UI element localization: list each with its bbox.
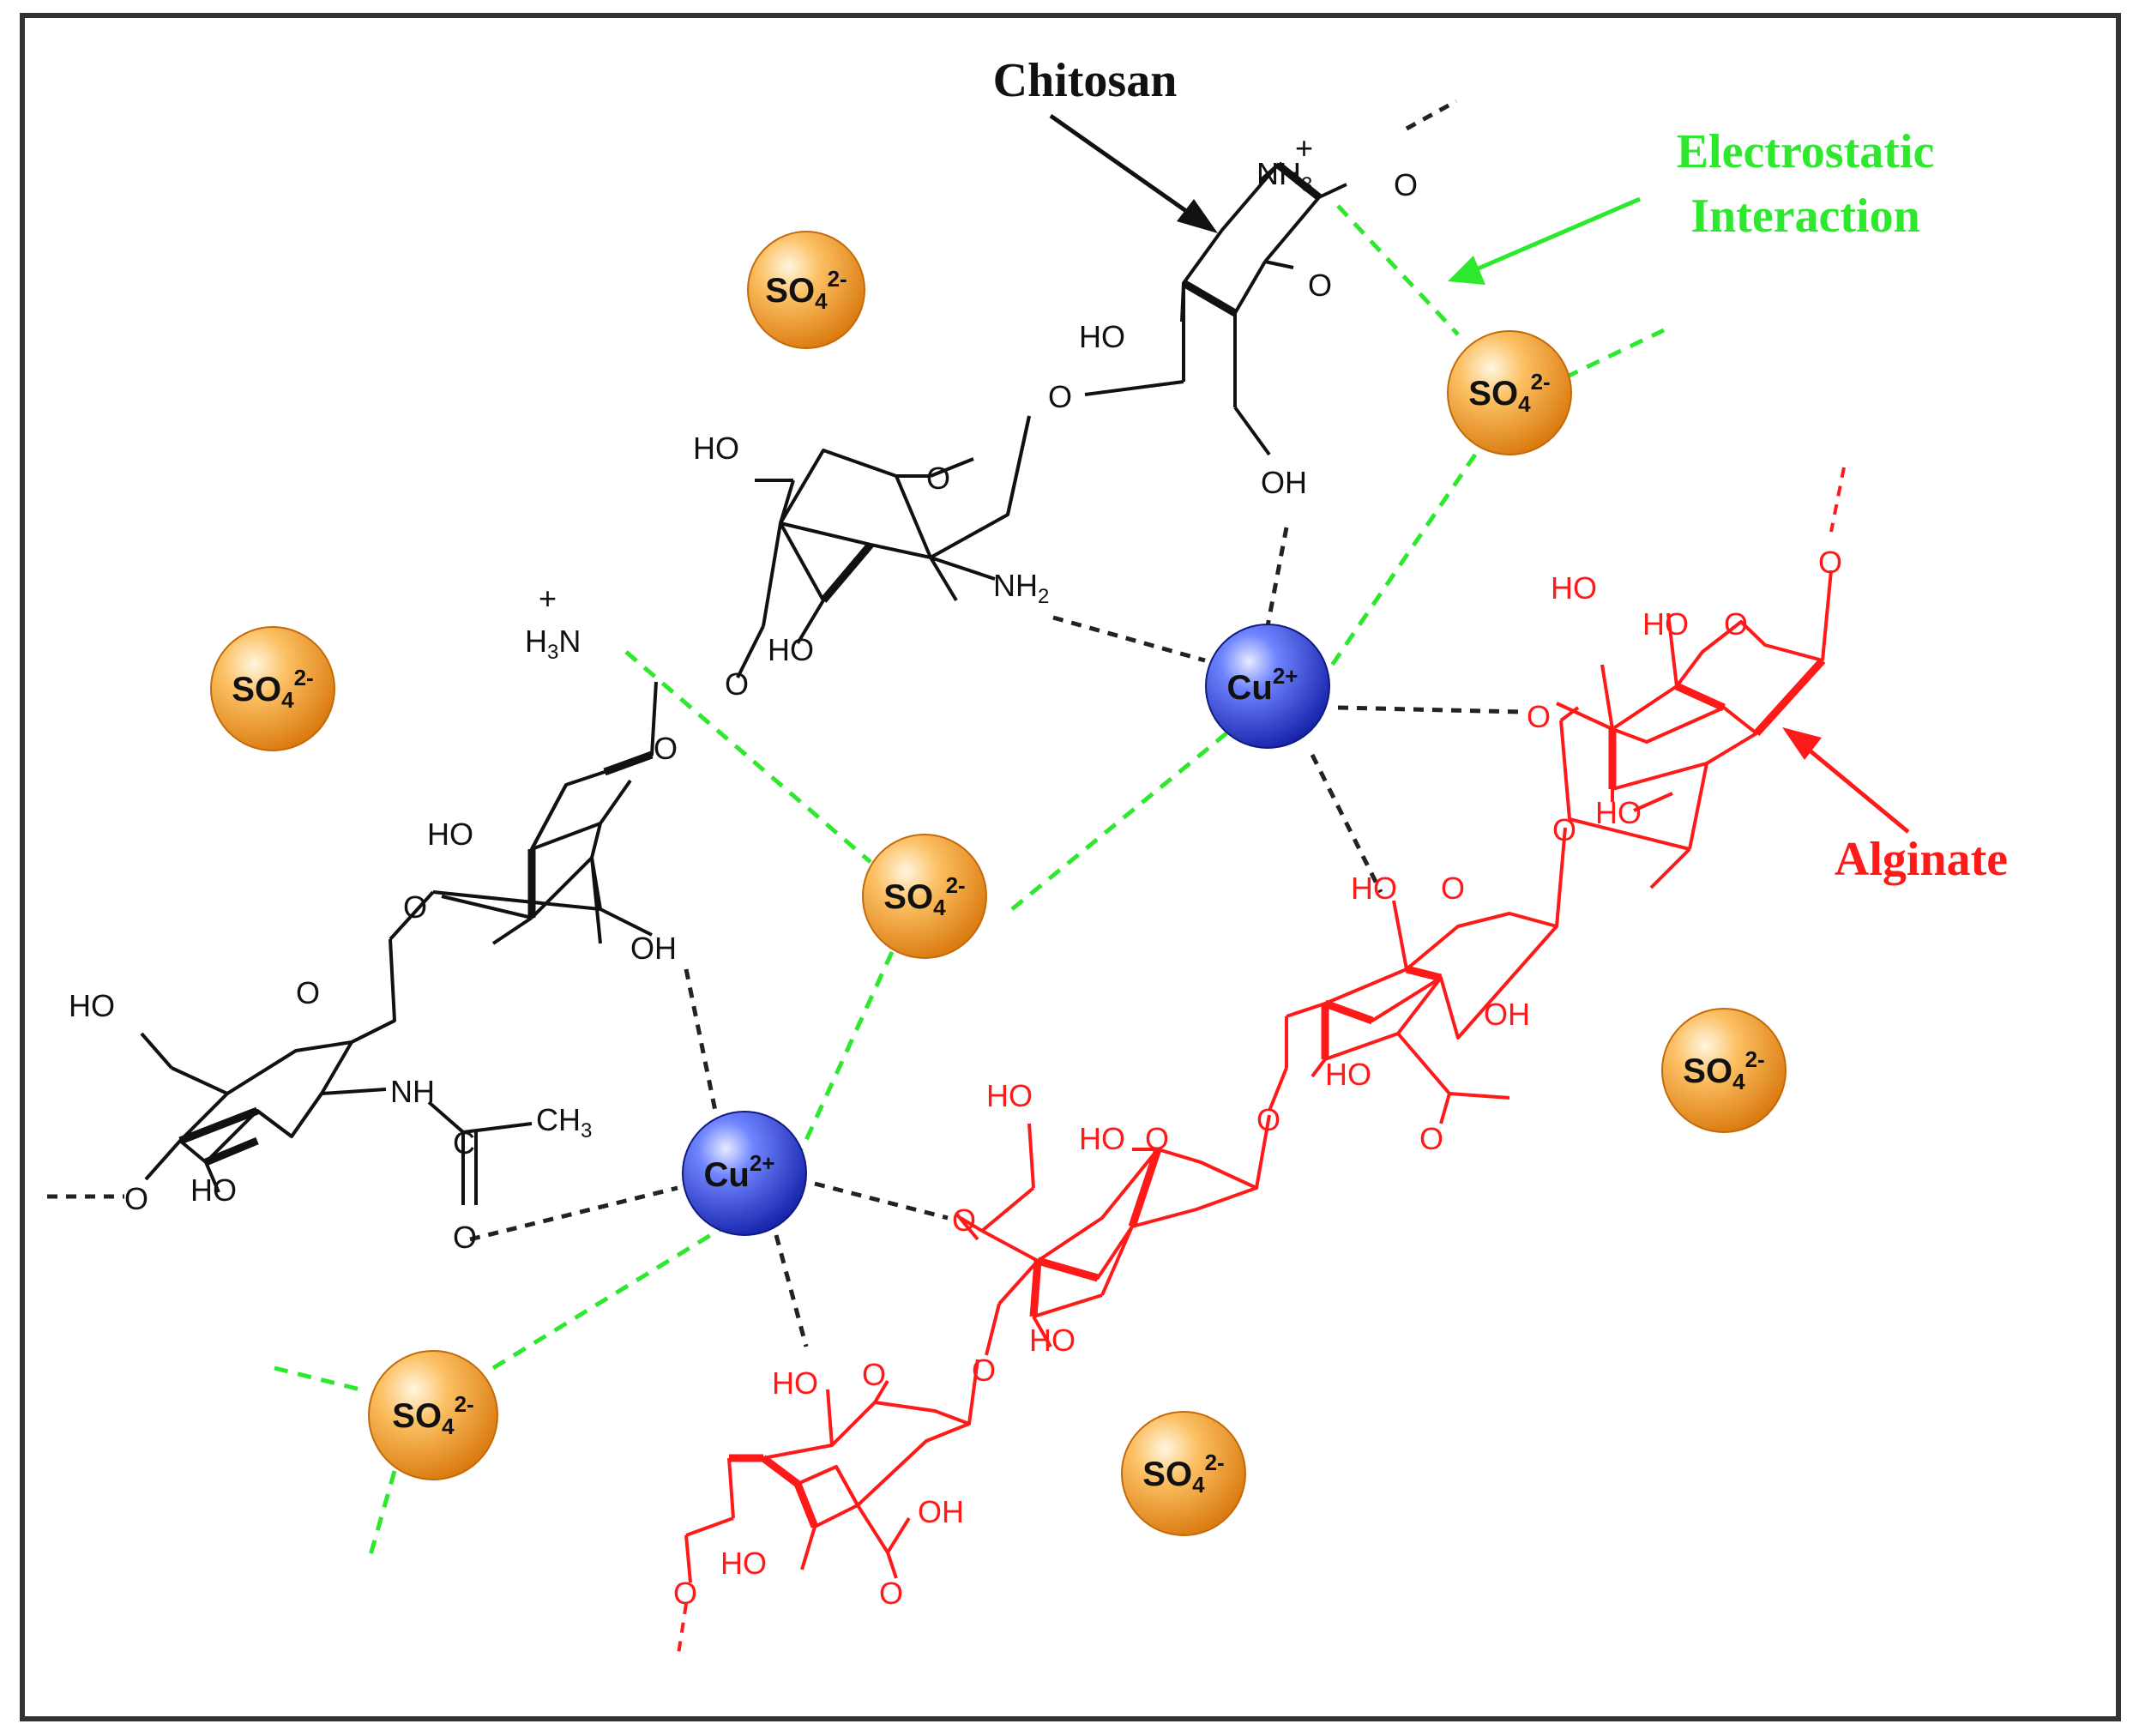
svg-text:Cu2+: Cu2+ [1227, 663, 1298, 707]
svg-text:Chitosan: Chitosan [993, 54, 1178, 107]
svg-text:Alginate: Alginate [1835, 833, 2008, 886]
svg-text:C: C [453, 1125, 475, 1160]
svg-text:Electrostatic: Electrostatic [1677, 125, 1935, 178]
copper-ion-lower: Cu2+ [682, 1111, 807, 1236]
coordination-bond-lines [47, 99, 1523, 1347]
electrostatic-callout: Electrostatic Interaction [1448, 125, 1934, 285]
svg-text:O: O [972, 1353, 996, 1388]
alginate-chain [676, 467, 1846, 1661]
sulfate-ion-top-right: SO42- [1447, 330, 1572, 455]
svg-text:NH3: NH3 [1256, 156, 1312, 196]
svg-text:SO42-: SO42- [765, 266, 847, 314]
svg-text:OH: OH [1261, 465, 1307, 500]
svg-text:SO42-: SO42- [1142, 1450, 1224, 1498]
svg-text:HO: HO [1351, 871, 1397, 906]
svg-text:SO42-: SO42- [883, 872, 965, 920]
svg-text:O: O [673, 1576, 697, 1611]
svg-text:HO: HO [69, 988, 115, 1023]
svg-text:HO: HO [720, 1546, 767, 1581]
alginate-callout: Alginate [1782, 727, 2008, 886]
svg-text:+: + [1295, 130, 1313, 166]
svg-text:HO: HO [1325, 1057, 1371, 1092]
svg-text:O: O [1724, 606, 1748, 642]
svg-text:SO42-: SO42- [1683, 1046, 1764, 1094]
svg-text:HO: HO [1595, 795, 1642, 830]
svg-text:O: O [1308, 268, 1332, 303]
alginate-atom-labels: O HO HO O O HO O HO O OH HO O O HO HO O … [673, 545, 1842, 1611]
svg-text:HO: HO [768, 632, 814, 667]
svg-text:O: O [1552, 812, 1576, 847]
sulfate-ion-bottom-left: SO42- [368, 1350, 498, 1480]
svg-text:O: O [725, 666, 749, 702]
sulfate-ion-top-left: SO42- [747, 231, 865, 349]
svg-text:HO: HO [1079, 319, 1125, 354]
svg-text:O: O [862, 1357, 886, 1392]
svg-text:+: + [539, 581, 557, 616]
svg-text:O: O [654, 731, 678, 766]
svg-text:O: O [1256, 1102, 1280, 1137]
svg-text:OH: OH [918, 1494, 964, 1529]
sulfate-ion-center: SO42- [862, 834, 987, 959]
sulfate-ion-bottom: SO42- [1121, 1411, 1246, 1536]
svg-text:HO: HO [427, 817, 473, 852]
svg-text:H3N: H3N [525, 624, 581, 664]
electrostatic-interaction-lines [274, 204, 1666, 1562]
svg-text:Interaction: Interaction [1690, 190, 1920, 243]
svg-text:O: O [1145, 1121, 1169, 1156]
svg-text:O: O [453, 1220, 477, 1255]
svg-text:Cu2+: Cu2+ [704, 1150, 775, 1194]
sulfate-ion-left: SO42- [210, 626, 335, 751]
svg-text:HO: HO [1029, 1323, 1076, 1358]
svg-text:OH: OH [1484, 997, 1530, 1032]
svg-text:SO42-: SO42- [232, 665, 313, 713]
sulfate-ion-right: SO42- [1661, 1008, 1787, 1133]
svg-text:SO42-: SO42- [1468, 369, 1550, 417]
svg-text:SO42-: SO42- [392, 1391, 473, 1439]
svg-text:NH2: NH2 [993, 568, 1049, 608]
svg-text:O: O [124, 1181, 148, 1216]
svg-text:HO: HO [693, 431, 739, 466]
figure-frame [20, 13, 2121, 1721]
svg-text:HO: HO [1551, 570, 1597, 606]
svg-text:HO: HO [190, 1172, 237, 1208]
svg-text:O: O [1527, 699, 1551, 734]
svg-text:OH: OH [630, 931, 677, 966]
chitosan-atom-labels: NH3 + O O HO O OH O HO NH2 HO O + H3N O … [69, 130, 1418, 1255]
svg-text:O: O [1419, 1121, 1443, 1156]
svg-text:O: O [1441, 871, 1465, 906]
svg-text:O: O [952, 1203, 976, 1238]
copper-ion-upper: Cu2+ [1205, 624, 1330, 749]
svg-text:HO: HO [1079, 1121, 1125, 1156]
svg-text:O: O [926, 461, 950, 496]
svg-text:O: O [403, 889, 427, 925]
svg-text:O: O [1394, 167, 1418, 202]
chitosan-chain [140, 161, 1347, 1205]
svg-text:HO: HO [772, 1365, 818, 1401]
svg-text:O: O [1048, 379, 1072, 414]
svg-text:O: O [296, 975, 320, 1010]
chitosan-callout: Chitosan [993, 54, 1218, 233]
svg-text:O: O [879, 1576, 903, 1611]
svg-text:HO: HO [986, 1078, 1033, 1113]
svg-text:O: O [1818, 545, 1842, 580]
svg-text:NH: NH [390, 1074, 435, 1109]
svg-text:HO: HO [1642, 606, 1689, 642]
svg-text:CH3: CH3 [536, 1102, 592, 1142]
